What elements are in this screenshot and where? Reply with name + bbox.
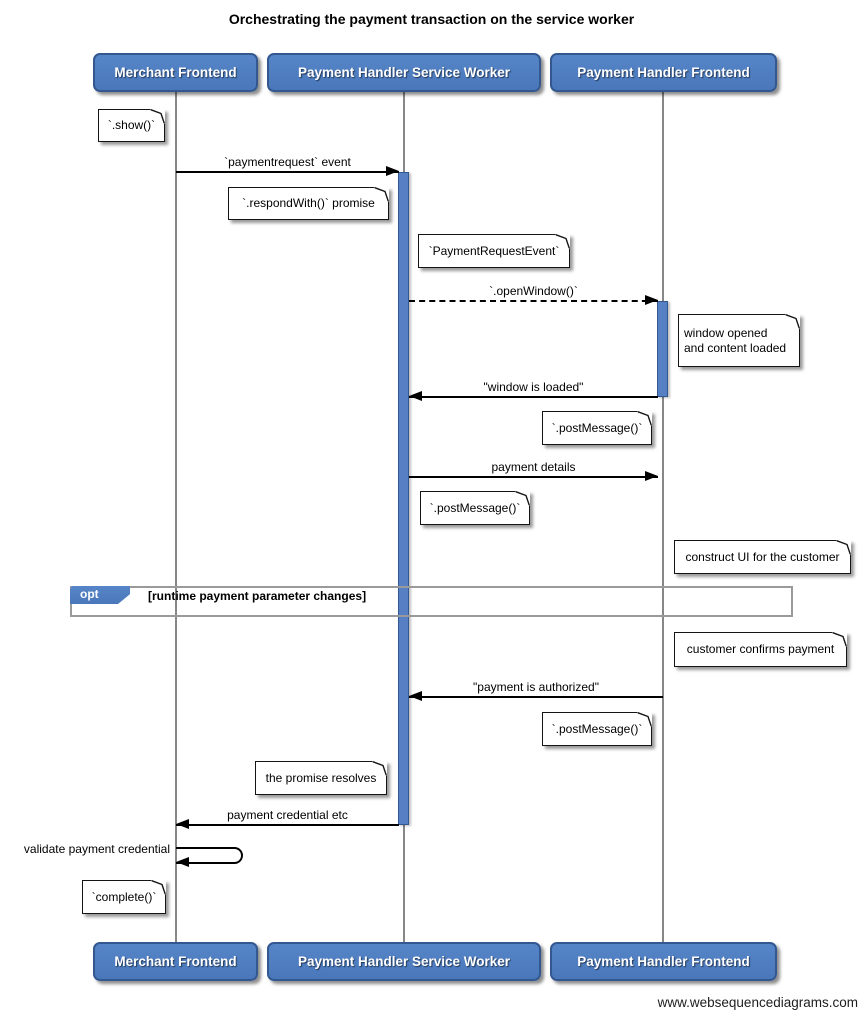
- actor-bottom-payment-handler-service-worker: Payment Handler Service Worker: [267, 942, 541, 981]
- note-text: `complete()`: [91, 889, 157, 904]
- message-line: [409, 396, 658, 398]
- opt-fragment-operator: opt: [70, 586, 130, 604]
- arrowhead-left-icon: [409, 391, 422, 401]
- self-loop-line: [176, 847, 243, 864]
- message-label: "payment is authorized": [473, 680, 599, 694]
- note-text: `PaymentRequestEvent`: [428, 243, 560, 258]
- diagram-title: Orchestrating the payment transaction on…: [228, 11, 635, 27]
- message-line: [409, 696, 663, 698]
- note-text: the promise resolves: [265, 770, 377, 785]
- note-respondwith-promise: `.respondWith()` promise: [228, 186, 390, 220]
- note-fold-icon: [150, 108, 166, 124]
- lifeline-merchant-frontend: [175, 92, 177, 942]
- note-text: construct UI for the customer: [685, 549, 840, 564]
- note-text: `.show()`: [107, 118, 156, 132]
- arrowhead-left-icon: [176, 857, 189, 867]
- note-fold-icon: [832, 631, 848, 647]
- actor-top-payment-handler-frontend: Payment Handler Frontend: [550, 53, 777, 92]
- note-text: `.postMessage()`: [551, 721, 643, 736]
- note-postmessage-2: `.postMessage()`: [420, 490, 531, 525]
- note-show: `.show()`: [98, 108, 166, 142]
- note-postmessage-3: `.postMessage()`: [542, 711, 653, 746]
- note-fold-icon: [785, 313, 801, 329]
- note-window-opened: window opened and content loaded: [678, 313, 801, 367]
- note-fold-icon: [555, 233, 571, 249]
- note-customer-confirms: customer confirms payment: [674, 631, 848, 667]
- note-text: customer confirms payment: [686, 642, 835, 656]
- arrowhead-left-icon: [409, 691, 422, 701]
- actor-bottom-payment-handler-frontend: Payment Handler Frontend: [550, 942, 777, 981]
- note-fold-icon: [515, 490, 531, 506]
- message-label: `paymentrequest` event: [224, 155, 351, 169]
- note-construct-ui: construct UI for the customer: [674, 539, 852, 574]
- arrowhead-right-icon: [645, 295, 658, 305]
- actor-top-merchant-frontend: Merchant Frontend: [93, 53, 258, 92]
- note-fold-icon: [836, 539, 852, 555]
- watermark-websequencediagrams: www.websequencediagrams.com: [657, 995, 858, 1010]
- message-label: validate payment credential: [23, 842, 170, 856]
- note-fold-icon: [637, 410, 653, 426]
- note-fold-icon: [151, 879, 167, 895]
- message-line: [409, 476, 658, 478]
- message-label: payment details: [491, 460, 576, 474]
- note-paymentrequestevent: `PaymentRequestEvent`: [418, 233, 571, 268]
- note-fold-icon: [637, 711, 653, 727]
- opt-fragment-frame: opt [runtime payment parameter changes]: [70, 586, 793, 617]
- note-text: window opened and content loaded: [684, 325, 787, 355]
- message-line-dashed: [409, 300, 658, 302]
- activation-payment-handler-frontend: [657, 301, 668, 397]
- activation-service-worker: [398, 172, 409, 825]
- message-label: `.openWindow()`: [489, 284, 578, 298]
- message-line: [176, 171, 399, 173]
- note-complete: `complete()`: [82, 879, 167, 914]
- note-text: `.respondWith()` promise: [242, 196, 375, 210]
- arrowhead-right-icon: [645, 471, 658, 481]
- message-line: [176, 824, 399, 826]
- actor-bottom-merchant-frontend: Merchant Frontend: [93, 942, 258, 981]
- note-postmessage-1: `.postMessage()`: [542, 410, 653, 445]
- note-text: `.postMessage()`: [429, 500, 521, 515]
- message-label: "window is loaded": [483, 380, 584, 394]
- note-fold-icon: [372, 760, 388, 776]
- note-promise-resolves: the promise resolves: [255, 760, 388, 795]
- note-text: `.postMessage()`: [551, 420, 643, 435]
- message-label: payment credential etc: [227, 808, 348, 822]
- actor-top-payment-handler-service-worker: Payment Handler Service Worker: [267, 53, 541, 92]
- arrowhead-left-icon: [176, 819, 189, 829]
- lifeline-payment-handler-frontend: [662, 92, 664, 942]
- arrowhead-right-icon: [386, 166, 399, 176]
- note-fold-icon: [374, 186, 390, 202]
- opt-fragment-condition: [runtime payment parameter changes]: [148, 589, 367, 603]
